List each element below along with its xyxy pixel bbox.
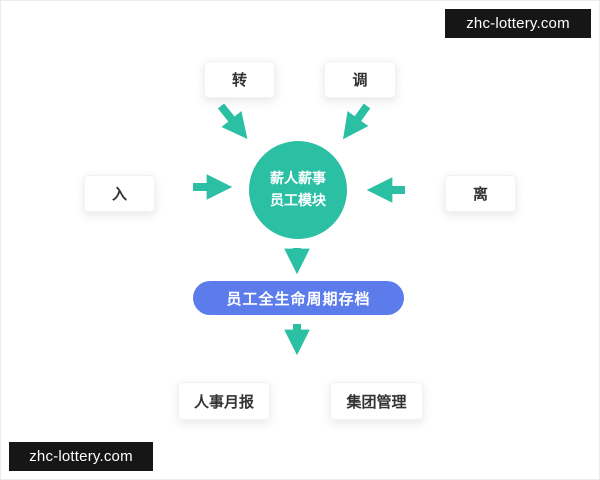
node-offboard: 离 <box>445 175 516 212</box>
center-module-line2: 员工模块 <box>270 192 326 208</box>
node-adjust: 调 <box>324 61 396 98</box>
watermark-top-right: zhc-lottery.com <box>445 9 591 38</box>
center-employee-module: 薪人薪事 员工模块 <box>249 141 347 239</box>
arrow-diao-to-center <box>343 103 371 140</box>
center-module-line1: 薪人薪事 <box>270 170 326 187</box>
watermark-bottom-left: zhc-lottery.com <box>9 442 153 471</box>
arrow-zhuan-to-center <box>217 103 248 139</box>
node-group-management: 集团管理 <box>330 382 423 420</box>
lifecycle-archive-pill: 员工全生命周期存档 <box>193 281 404 315</box>
node-onboard: 入 <box>84 175 155 212</box>
node-transfer: 转 <box>204 61 275 98</box>
node-hr-monthly-report: 人事月报 <box>178 382 270 420</box>
